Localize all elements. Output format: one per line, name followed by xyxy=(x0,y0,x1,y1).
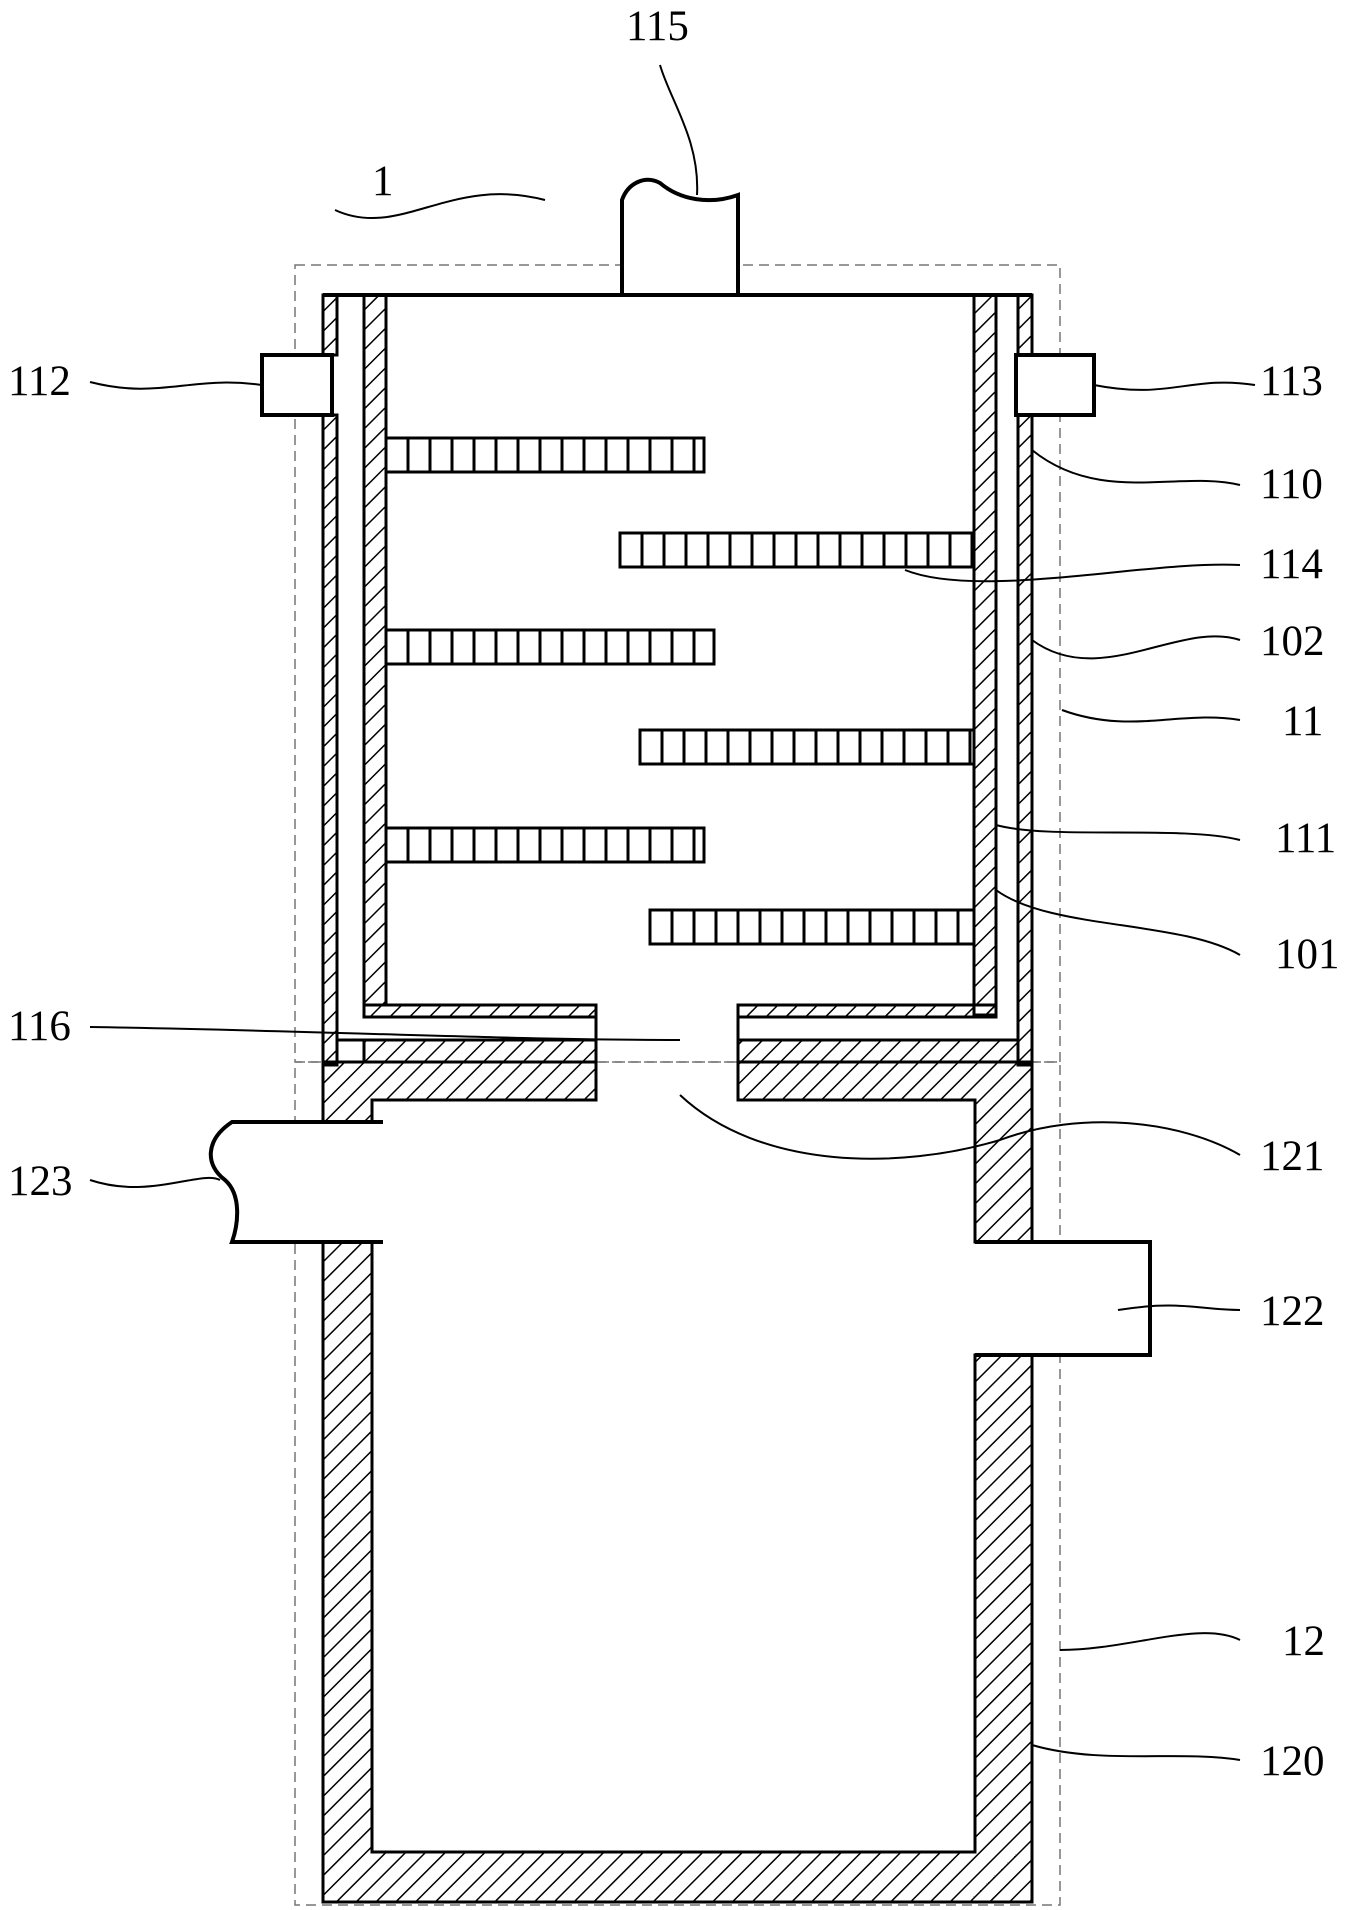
label-110: 110 xyxy=(1260,461,1323,508)
baffle-plate xyxy=(640,730,974,764)
label-113: 113 xyxy=(1260,358,1323,405)
label-101: 101 xyxy=(1275,931,1340,978)
label-115: 115 xyxy=(626,3,689,50)
label-122: 122 xyxy=(1260,1288,1325,1335)
label-111: 111 xyxy=(1275,815,1336,862)
baffle-plate xyxy=(650,910,974,944)
label-11: 11 xyxy=(1282,698,1323,745)
label-112: 112 xyxy=(8,358,71,405)
label-116: 116 xyxy=(8,1003,71,1050)
lower-shell xyxy=(323,1062,1032,1902)
baffle-plate xyxy=(386,438,704,472)
bottom-plate xyxy=(337,1040,1018,1062)
lower-left-pipe xyxy=(211,1122,383,1242)
label-1: 1 xyxy=(372,158,394,205)
label-123: 123 xyxy=(8,1158,73,1205)
label-12: 12 xyxy=(1282,1618,1325,1665)
label-121: 121 xyxy=(1260,1133,1325,1180)
label-114: 114 xyxy=(1260,541,1323,588)
lower-section-boundary xyxy=(295,1062,1060,1905)
lower-right-pipe xyxy=(975,1242,1150,1355)
right-outlet-port xyxy=(1016,355,1094,415)
baffle-plate xyxy=(620,533,974,567)
label-120: 120 xyxy=(1260,1738,1325,1785)
baffles xyxy=(386,438,974,944)
label-102: 102 xyxy=(1260,618,1325,665)
outer-shell xyxy=(323,295,1032,1065)
baffle-plate xyxy=(386,630,714,664)
left-inlet-port xyxy=(262,355,332,415)
top-pipe xyxy=(622,180,738,293)
baffle-plate xyxy=(386,828,704,862)
